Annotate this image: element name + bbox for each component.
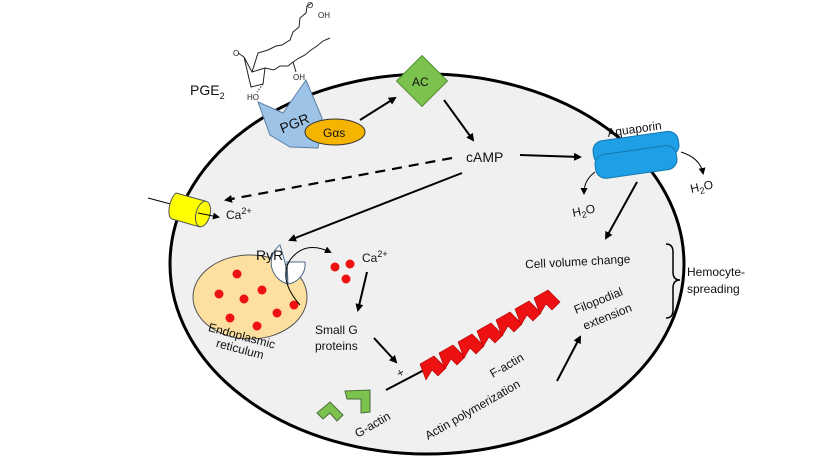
er-calcium-dots: [214, 269, 299, 331]
camp-label: cAMP: [466, 149, 503, 165]
pge2-o-label: O: [307, 1, 313, 10]
ca-influx-label: Ca2+: [226, 206, 252, 222]
arrow-camp-to-ryr: [288, 172, 463, 242]
f-actin-subunit: [533, 289, 561, 315]
ryr-label: RyR: [256, 247, 283, 263]
ryr-channel: [270, 244, 306, 285]
calcium-channel: [147, 192, 220, 228]
arrow-polymerization-to-filopodia: [556, 335, 581, 382]
released-calcium-dots: [330, 259, 355, 284]
arrow-water-in: [580, 171, 596, 195]
hemocyte-spreading-brace: [665, 243, 681, 319]
arrow-small-g-to-factin: [373, 337, 398, 364]
f-actin-subunit: [438, 344, 466, 370]
arrow-gas-to-ac: [359, 96, 397, 121]
g-alpha-s-label: Gαs: [323, 126, 345, 140]
outcome-label-line2: spreading: [687, 282, 740, 296]
arrow-ryr-release: [285, 246, 332, 306]
pge2-oh-label: OH: [318, 11, 330, 20]
f-actin-subunit: [457, 333, 485, 359]
released-ca-label: Ca2+: [362, 249, 388, 265]
f-actin-subunit: [495, 311, 523, 337]
f-actin-filament: [419, 289, 561, 381]
pge2-ho-label: HO: [247, 93, 259, 102]
arrow-camp-to-aquaporin: [519, 152, 582, 161]
pge2-oh2-label: OH: [293, 73, 305, 82]
pge2-label: PGE2: [190, 82, 225, 101]
arrow-camp-to-ca-channel: [224, 156, 453, 203]
arrow-ac-to-camp: [443, 99, 475, 142]
f-actin-subunit: [419, 355, 447, 381]
arrow-water-out: [680, 151, 706, 175]
water-in-label: H2O: [571, 201, 597, 221]
ac-label: AC: [412, 75, 429, 89]
f-actin-subunit: [476, 322, 504, 348]
g-alpha-s: [304, 118, 366, 146]
arrow-gactin-to-factin: [385, 367, 430, 391]
small-g-label-line1: Small G: [315, 323, 358, 337]
cell-volume-change-label: Cell volume change: [525, 252, 631, 272]
arrow-ca-to-small-g: [355, 271, 368, 312]
water-out-label: H2O: [689, 177, 715, 197]
pge2-molecule: [237, 2, 331, 93]
g-actin-monomers: [316, 389, 371, 422]
aquaporin: [592, 130, 680, 179]
outcome-label-line1: Hemocyte-: [687, 265, 745, 279]
f-actin-subunit: [514, 300, 542, 326]
arrow-aquaporin-to-volume: [605, 181, 638, 240]
adenylyl-cyclase: [395, 54, 449, 108]
pge2-ketone-label: O: [233, 49, 239, 58]
small-g-label-line2: proteins: [315, 339, 358, 353]
